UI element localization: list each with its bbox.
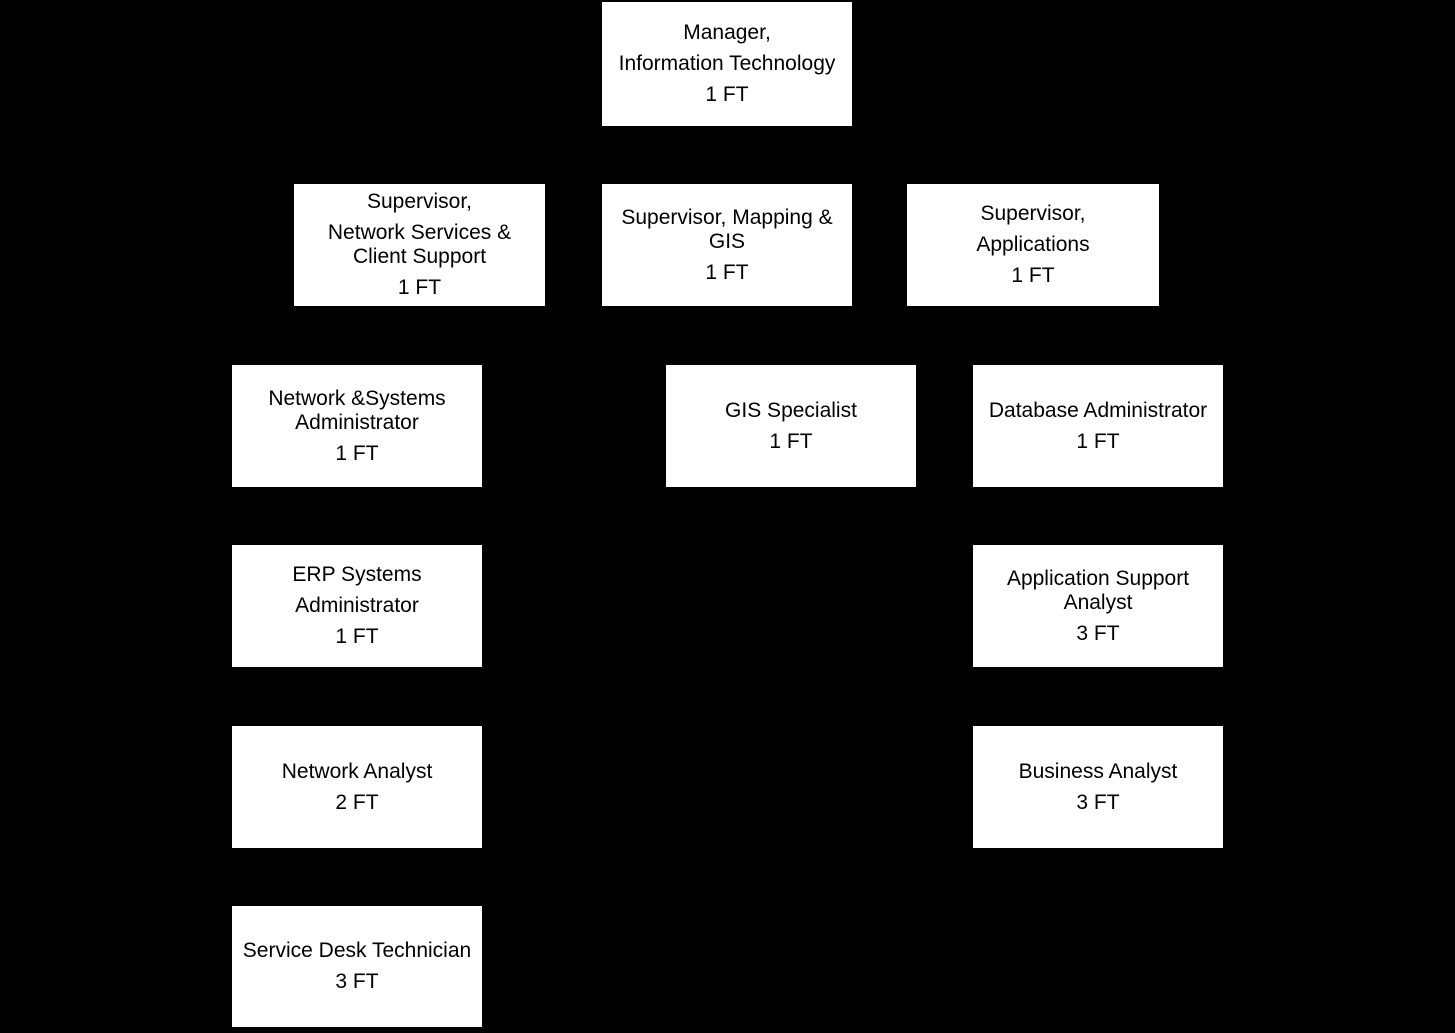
node-headcount: 1 FT <box>335 625 379 648</box>
org-node-supervisor-mapping-gis: Supervisor, Mapping & GIS 1 FT <box>602 184 852 306</box>
node-headcount: 1 FT <box>397 276 442 299</box>
node-role-line: Application Support Analyst <box>1006 566 1190 614</box>
node-headcount: 1 FT <box>1076 429 1120 453</box>
node-role-line: Supervisor, <box>980 202 1086 225</box>
node-role-line: Network &Systems Administrator <box>268 386 446 434</box>
node-headcount: 1 FT <box>769 429 813 453</box>
node-headcount: 3 FT <box>1076 790 1120 814</box>
node-role-line: Network Analyst <box>281 759 433 783</box>
node-headcount: 1 FT <box>1011 264 1055 287</box>
org-node-database-administrator: Database Administrator 1 FT <box>973 365 1223 487</box>
org-node-erp-systems-administrator: ERP Systems Administrator 1 FT <box>232 545 482 667</box>
org-node-gis-specialist: GIS Specialist 1 FT <box>666 365 916 487</box>
node-role-line: Database Administrator <box>988 398 1208 422</box>
node-role-line: Service Desk Technician <box>242 939 472 962</box>
org-node-supervisor-network-services-client-support: Supervisor, Network Services & Client Su… <box>294 184 545 306</box>
node-headcount: 3 FT <box>1076 621 1120 645</box>
node-role-line: Network Services & Client Support <box>327 221 512 268</box>
org-node-supervisor-applications: Supervisor, Applications 1 FT <box>907 184 1159 306</box>
node-headcount: 1 FT <box>335 441 379 465</box>
node-role-line: Information Technology <box>618 52 836 75</box>
org-node-network-systems-administrator: Network &Systems Administrator 1 FT <box>232 365 482 487</box>
org-node-network-analyst: Network Analyst 2 FT <box>232 726 482 848</box>
org-node-application-support-analyst: Application Support Analyst 3 FT <box>973 545 1223 667</box>
org-node-service-desk-technician: Service Desk Technician 3 FT <box>232 906 482 1027</box>
node-role-line: Supervisor, <box>366 190 473 213</box>
node-role-line: Applications <box>976 233 1090 256</box>
node-role-line: Administrator <box>295 594 419 617</box>
node-role-line: ERP Systems <box>292 563 422 586</box>
org-node-business-analyst: Business Analyst 3 FT <box>973 726 1223 848</box>
node-role-line: Business Analyst <box>1018 759 1178 783</box>
node-role-line: Manager, <box>683 21 771 44</box>
org-node-manager-information-technology: Manager, Information Technology 1 FT <box>602 2 852 126</box>
node-role-line: Supervisor, Mapping & GIS <box>621 205 833 253</box>
node-headcount: 1 FT <box>705 260 749 284</box>
node-headcount: 2 FT <box>335 790 379 814</box>
node-role-line: GIS Specialist <box>725 398 857 422</box>
node-headcount: 3 FT <box>335 970 379 993</box>
node-headcount: 1 FT <box>705 83 749 106</box>
